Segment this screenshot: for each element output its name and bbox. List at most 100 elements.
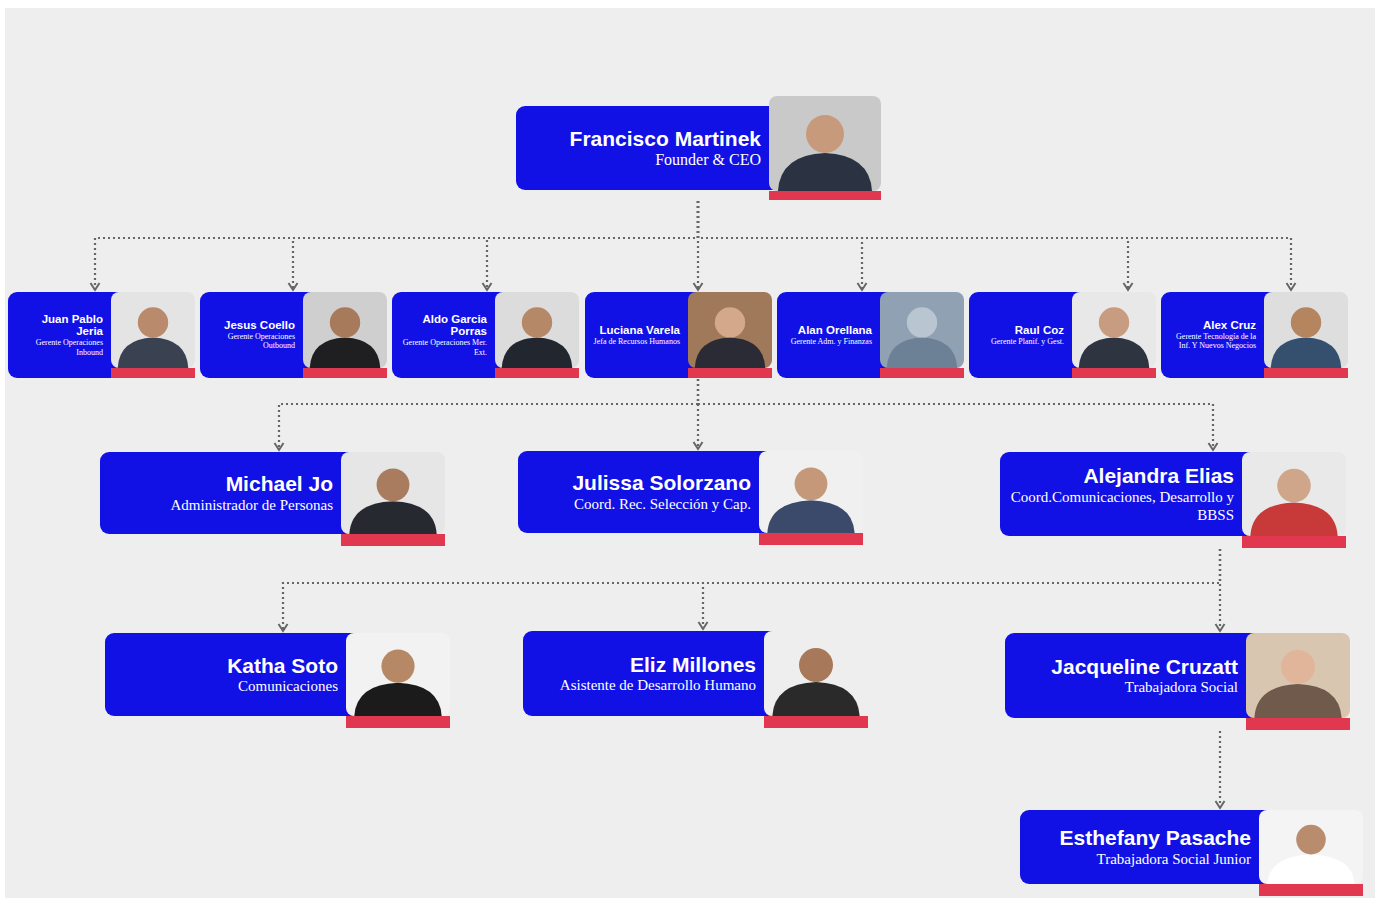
photo-ground	[880, 292, 964, 368]
photo-ground	[759, 451, 863, 533]
photo-red-bar	[764, 716, 868, 728]
person-name: Katha Soto	[111, 654, 338, 678]
photo-red-bar	[111, 368, 195, 378]
job-title: Asistente de Desarrollo Humano	[529, 676, 756, 694]
photo-head	[907, 307, 937, 337]
person-name: Julissa Solorzano	[524, 471, 751, 495]
org-card: Eliz MillonesAsistente de Desarrollo Hum…	[523, 631, 868, 728]
photo-shoulders	[1250, 502, 1337, 536]
photo-ground	[1072, 292, 1156, 368]
photo-head	[799, 648, 833, 682]
org-card: Esthefany PasacheTrabajadora Social Juni…	[1020, 810, 1363, 896]
photo-red-bar	[880, 368, 964, 378]
photo-red-bar	[346, 716, 450, 728]
job-title: Jefa de Recursos Humanos	[591, 337, 680, 347]
person-photo	[880, 292, 964, 378]
photo-red-bar	[303, 368, 387, 378]
card-text: Francisco MartinekFounder & CEO	[522, 127, 761, 170]
org-card: Katha SotoComunicaciones	[105, 633, 450, 728]
card-text: Michael JoAdministrador de Personas	[106, 472, 333, 514]
person-photo	[1259, 810, 1363, 896]
person-name: Alejandra Elias	[1006, 464, 1234, 488]
person-name: Esthefany Pasache	[1026, 826, 1251, 850]
person-name: Michael Jo	[106, 472, 333, 496]
person-photo	[303, 292, 387, 378]
photo-red-bar	[1242, 536, 1346, 548]
dotted-connector	[698, 201, 1291, 290]
org-card: Alejandra EliasCoord.Comunicaciones, Des…	[1000, 452, 1346, 548]
dotted-connector	[697, 201, 699, 290]
photo-head	[715, 307, 745, 337]
dotted-connector	[279, 379, 698, 450]
photo-head	[330, 307, 360, 337]
job-title: Gerente Tecnología de la Inf. Y Nuevos N…	[1167, 332, 1256, 351]
photo-shoulders	[354, 683, 441, 716]
org-card: Julissa SolorzanoCoord. Rec. Selección y…	[518, 451, 863, 545]
photo-red-bar	[1264, 368, 1348, 378]
photo-shoulders	[778, 153, 872, 191]
photo-ground	[111, 292, 195, 368]
dotted-connector	[1219, 731, 1221, 808]
card-text: Aldo Garcia PorrasGerente Operaciones Me…	[398, 313, 487, 358]
card-text: Jacqueline CruzattTrabajadora Social	[1011, 655, 1238, 697]
person-photo	[1246, 633, 1350, 730]
card-text: Alan OrellanaGerente Adm. y Finanzas	[783, 324, 872, 346]
photo-red-bar	[1246, 718, 1350, 730]
person-photo	[341, 452, 445, 546]
photo-shoulders	[887, 338, 958, 368]
job-title: Gerente Operaciones Inbound	[14, 338, 103, 357]
dotted-connector	[283, 549, 1220, 631]
photo-head	[1281, 650, 1315, 684]
person-name: Alan Orellana	[783, 324, 872, 337]
org-card: Michael JoAdministrador de Personas	[100, 452, 445, 546]
photo-red-bar	[1072, 368, 1156, 378]
person-photo	[1242, 452, 1346, 548]
photo-ground	[495, 292, 579, 368]
card-text: Luciana VarelaJefa de Recursos Humanos	[591, 324, 680, 346]
dotted-connector	[95, 201, 698, 290]
photo-head	[1296, 825, 1326, 855]
photo-head	[377, 468, 410, 501]
person-photo	[111, 292, 195, 378]
person-name: Juan Pablo Jeria	[14, 313, 103, 339]
photo-shoulders	[695, 338, 766, 368]
dotted-connector	[703, 549, 1220, 629]
photo-ground	[1246, 633, 1350, 718]
photo-shoulders	[310, 338, 381, 368]
photo-shoulders	[349, 501, 436, 534]
dotted-connector	[1219, 549, 1221, 631]
job-title: Trabajadora Social Junior	[1026, 850, 1251, 868]
card-text: Eliz MillonesAsistente de Desarrollo Hum…	[529, 653, 756, 695]
photo-ground	[688, 292, 772, 368]
card-text: Katha SotoComunicaciones	[111, 654, 338, 696]
person-photo	[769, 96, 881, 200]
dotted-connector	[698, 201, 1128, 290]
job-title: Founder & CEO	[522, 150, 761, 169]
card-text: Alex CruzGerente Tecnología de la Inf. Y…	[1167, 319, 1256, 351]
photo-head	[795, 467, 828, 500]
photo-head	[1291, 307, 1321, 337]
org-card: Alan OrellanaGerente Adm. y Finanzas	[777, 292, 964, 378]
dotted-connector	[698, 379, 1213, 450]
org-card: Jacqueline CruzattTrabajadora Social	[1005, 633, 1350, 730]
person-photo	[346, 633, 450, 728]
photo-ground	[769, 96, 881, 191]
person-photo	[1264, 292, 1348, 378]
person-photo	[688, 292, 772, 378]
photo-ground	[764, 631, 868, 716]
job-title: Gerente Planif. y Gest.	[975, 337, 1064, 347]
job-title: Gerente Operaciones Outbound	[206, 332, 295, 351]
photo-ground	[303, 292, 387, 368]
person-photo	[759, 451, 863, 545]
person-photo	[764, 631, 868, 728]
job-title: Trabajadora Social	[1011, 678, 1238, 696]
photo-red-bar	[759, 533, 863, 545]
photo-ground	[346, 633, 450, 716]
org-card: Francisco MartinekFounder & CEO	[516, 96, 881, 200]
photo-red-bar	[769, 191, 881, 200]
photo-ground	[341, 452, 445, 534]
photo-head	[522, 307, 552, 337]
photo-shoulders	[1267, 854, 1354, 884]
org-card: Aldo Garcia PorrasGerente Operaciones Me…	[392, 292, 579, 378]
